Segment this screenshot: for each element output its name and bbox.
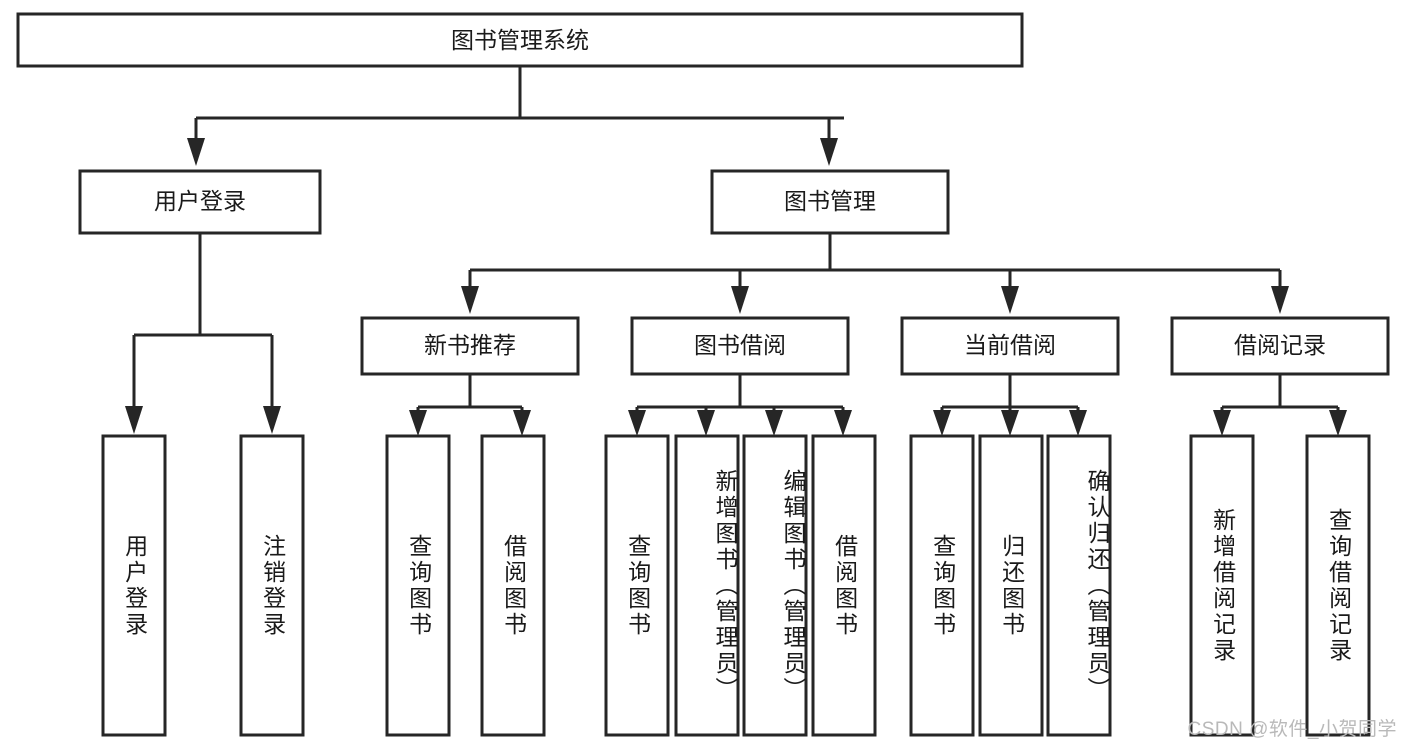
connector-current-borrow-to-leaves <box>933 374 1087 436</box>
user-login-box[interactable] <box>78 169 322 235</box>
connector-book-management-to-level3 <box>461 233 1289 314</box>
connector-root-to-level2 <box>187 66 844 166</box>
arrow-to-leaf-query-book-2 <box>628 410 646 436</box>
arrow-to-leaf-borrow-book-2 <box>834 410 852 436</box>
borrow-record-label: 借阅记录 <box>1234 332 1326 358</box>
connector-user-login-to-leaves <box>125 233 281 434</box>
arrow-to-leaf-query-record <box>1329 410 1347 436</box>
node-borrow-record[interactable]: 借阅记录 <box>1170 316 1390 376</box>
arrow-to-leaf-return-book <box>1001 410 1019 436</box>
arrow-to-leaf-confirm-return <box>1069 410 1087 436</box>
arrow-to-user-login <box>187 138 205 166</box>
root-box[interactable] <box>16 12 1024 68</box>
leaf-user-login-box[interactable] <box>101 434 167 737</box>
leaf-borrow-book-1-box[interactable] <box>480 434 546 737</box>
book-management-label: 图书管理 <box>784 188 876 214</box>
new-book-recommend-box[interactable] <box>360 316 580 376</box>
root-label: 图书管理系统 <box>451 27 589 53</box>
arrow-to-leaf-edit-book <box>765 410 783 436</box>
leaf-logout-box[interactable] <box>239 434 305 737</box>
leaf-add-record-box[interactable] <box>1189 434 1255 737</box>
arrow-to-current-borrow <box>1001 286 1019 314</box>
arrow-to-leaf-logout <box>263 406 281 434</box>
node-new-book-recommend[interactable]: 新书推荐 <box>360 316 580 376</box>
node-book-management[interactable]: 图书管理 <box>710 169 950 235</box>
arrow-to-leaf-query-book-1 <box>409 410 427 436</box>
node-user-login[interactable]: 用户登录 <box>78 169 322 235</box>
connector-new-book-recommend-to-leaves <box>409 374 531 436</box>
arrow-to-leaf-add-book <box>697 410 715 436</box>
arrow-to-leaf-query-book-3 <box>933 410 951 436</box>
arrow-to-book-management <box>820 138 838 166</box>
current-borrow-box[interactable] <box>900 316 1120 376</box>
arrow-to-leaf-borrow-book-1 <box>513 410 531 436</box>
leaf-return-book-box[interactable] <box>978 434 1044 737</box>
node-root[interactable]: 图书管理系统 <box>16 12 1024 68</box>
current-borrow-label: 当前借阅 <box>964 332 1056 358</box>
arrow-to-leaf-add-record <box>1213 410 1231 436</box>
csdn-watermark: CSDN @软件_小贺同学 <box>1187 719 1397 740</box>
arrow-to-new-book-recommend <box>461 286 479 314</box>
leaf-query-record-box[interactable] <box>1305 434 1371 737</box>
arrow-to-leaf-user-login <box>125 406 143 434</box>
book-borrow-label: 图书借阅 <box>694 332 786 358</box>
leaf-add-book-box[interactable] <box>674 434 740 737</box>
user-login-label: 用户登录 <box>154 188 246 214</box>
leaf-query-book-2-box[interactable] <box>604 434 670 737</box>
node-current-borrow[interactable]: 当前借阅 <box>900 316 1120 376</box>
node-book-borrow[interactable]: 图书借阅 <box>630 316 850 376</box>
arrow-to-borrow-record <box>1271 286 1289 314</box>
leaf-edit-book-box[interactable] <box>742 434 808 737</box>
connector-book-borrow-to-leaves <box>628 374 852 436</box>
leaf-query-book-3-box[interactable] <box>909 434 975 737</box>
connector-borrow-record-to-leaves <box>1213 374 1347 436</box>
leaf-boxes <box>101 434 1371 737</box>
leaf-borrow-book-2-box[interactable] <box>811 434 877 737</box>
arrow-to-book-borrow <box>731 286 749 314</box>
leaf-confirm-return-box[interactable] <box>1046 434 1112 737</box>
new-book-recommend-label: 新书推荐 <box>424 332 516 358</box>
leaf-query-book-1-box[interactable] <box>385 434 451 737</box>
